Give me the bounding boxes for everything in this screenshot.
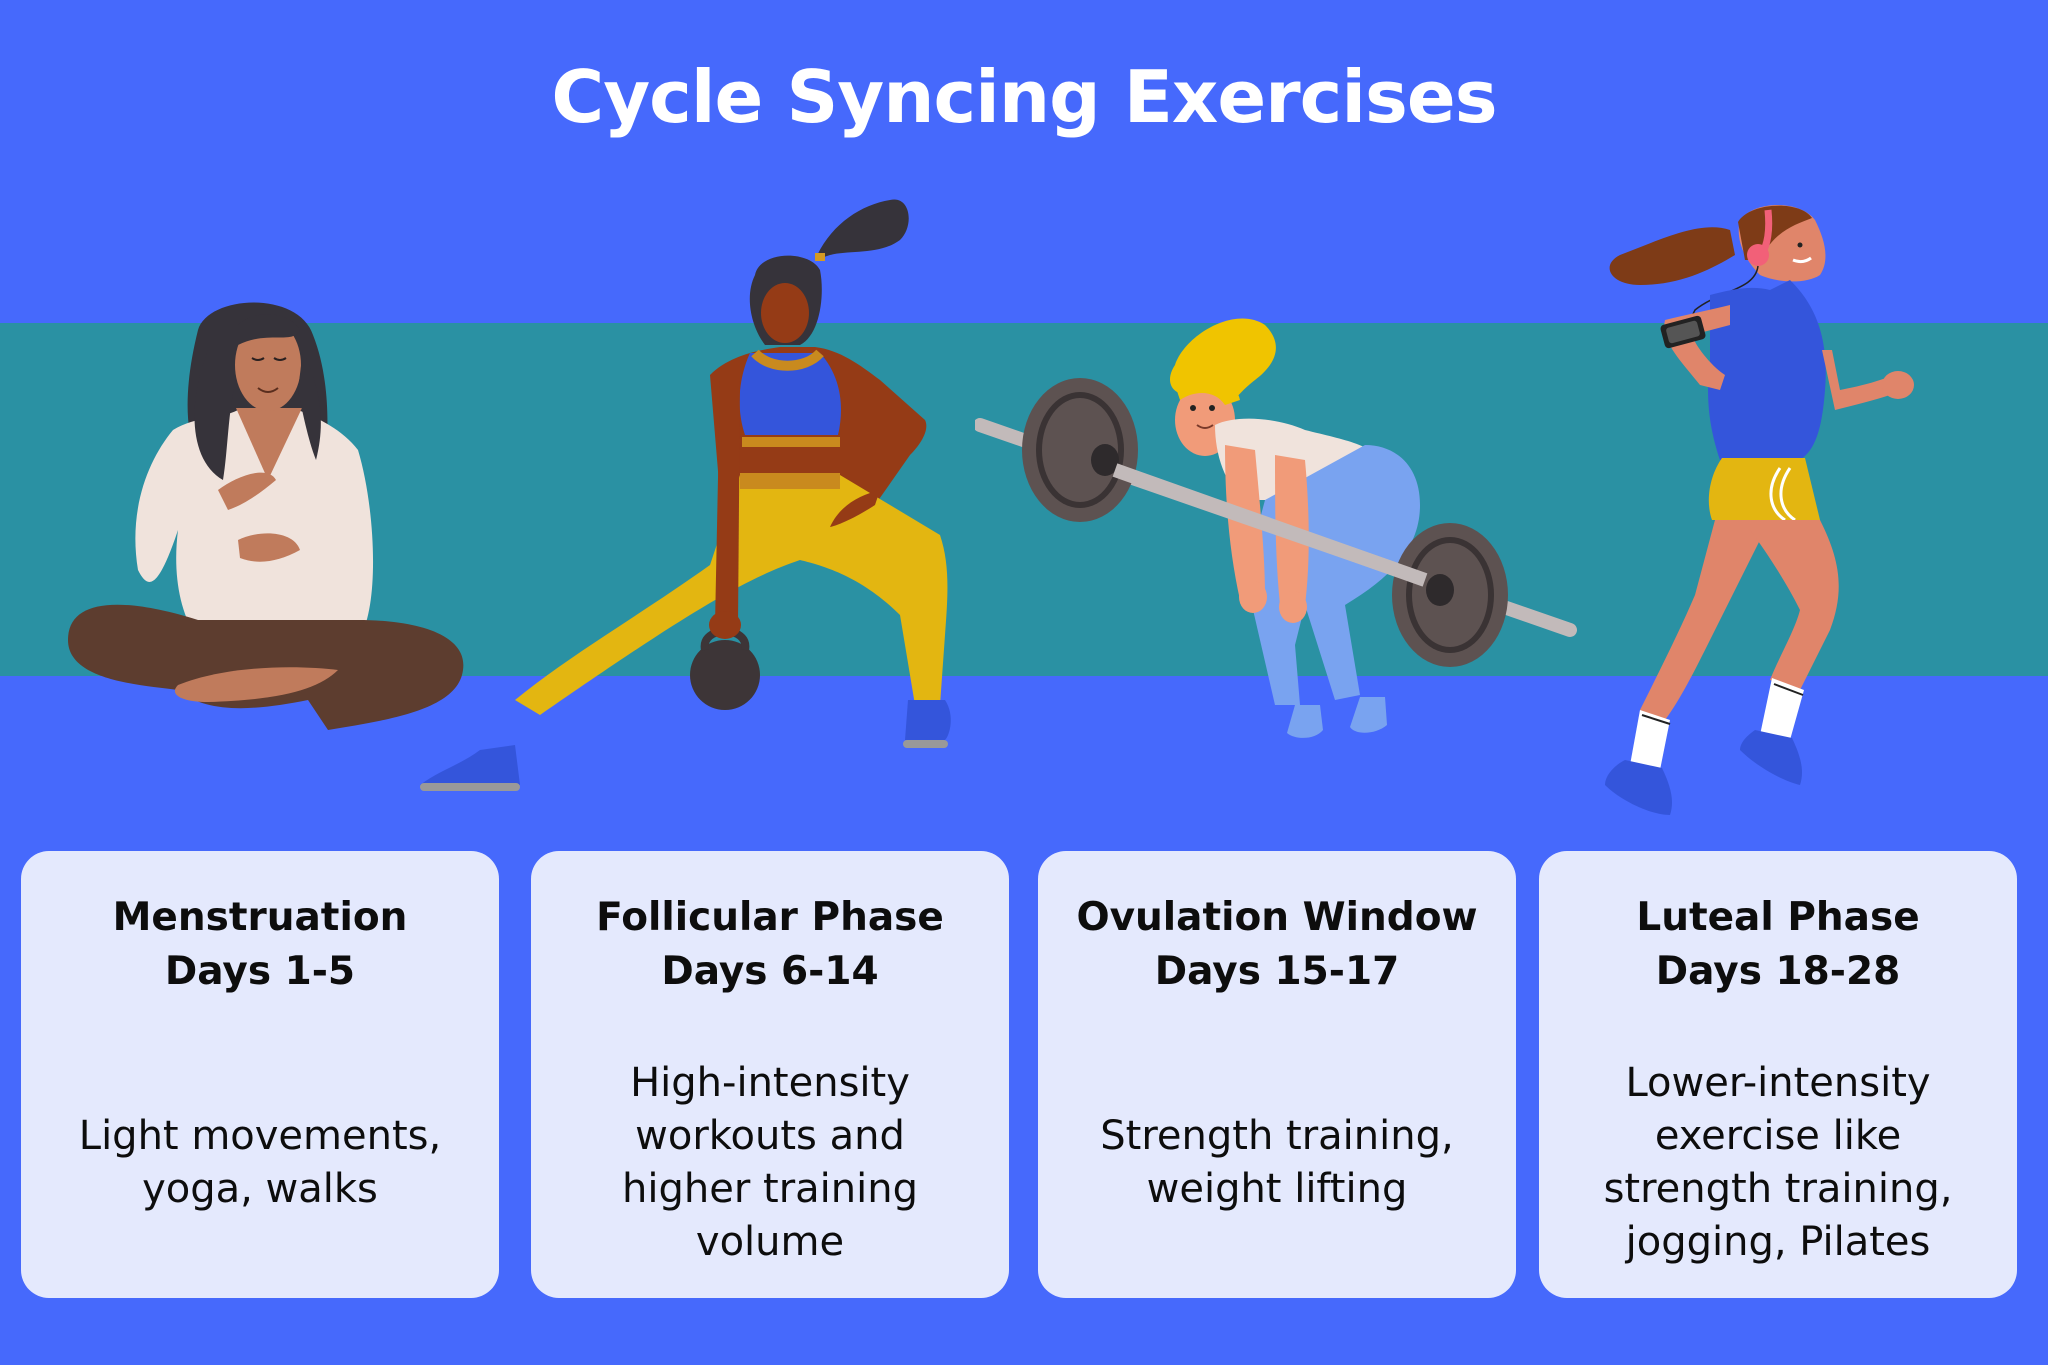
page-title: Cycle Syncing Exercises xyxy=(551,55,1497,139)
running-woman-illustration xyxy=(1605,205,1914,815)
phase-name: Luteal Phase xyxy=(1636,895,1920,940)
phase-name: Follicular Phase xyxy=(596,895,944,940)
phase-card-ovulation: Ovulation Window Days 15-17 Strength tra… xyxy=(1038,851,1516,1298)
description-line: yoga, walks xyxy=(142,1166,378,1212)
description-line: jogging, Pilates xyxy=(1625,1219,1931,1265)
description-line: Lower-intensity xyxy=(1625,1060,1931,1106)
kettlebell-lunge-woman-illustration xyxy=(420,199,951,791)
phase-days: Days 6-14 xyxy=(661,949,879,994)
phase-card-follicular: Follicular Phase Days 6-14 High-intensit… xyxy=(531,851,1009,1298)
description-line: workouts and xyxy=(635,1113,905,1159)
card-description: High-intensity workouts and higher train… xyxy=(531,1013,1009,1313)
card-heading: Ovulation Window Days 15-17 xyxy=(1038,891,1516,999)
description-line: higher training xyxy=(622,1166,918,1212)
description-line: exercise like xyxy=(1654,1113,1902,1159)
description-line: Strength training, xyxy=(1100,1113,1454,1159)
description-line: strength training, xyxy=(1603,1166,1953,1212)
phase-days: Days 15-17 xyxy=(1154,949,1400,994)
phase-name: Menstruation xyxy=(112,895,408,940)
phase-days: Days 18-28 xyxy=(1655,949,1901,994)
deadlift-woman-illustration xyxy=(975,318,1577,738)
description-line: Light movements, xyxy=(78,1113,442,1159)
card-description: Light movements, yoga, walks xyxy=(21,1013,499,1313)
card-description: Strength training, weight lifting xyxy=(1038,1013,1516,1313)
card-description: Lower-intensity exercise like strength t… xyxy=(1539,1013,2017,1313)
phase-days: Days 1-5 xyxy=(164,949,356,994)
card-heading: Luteal Phase Days 18-28 xyxy=(1539,891,2017,999)
description-line: volume xyxy=(695,1219,845,1265)
phase-name: Ovulation Window xyxy=(1076,895,1478,940)
description-line: weight lifting xyxy=(1146,1166,1408,1212)
meditating-woman-illustration xyxy=(68,302,464,730)
description-line: High-intensity xyxy=(630,1060,910,1106)
phase-card-luteal: Luteal Phase Days 18-28 Lower-intensity … xyxy=(1539,851,2017,1298)
phase-card-menstruation: Menstruation Days 1-5 Light movements, y… xyxy=(21,851,499,1298)
card-heading: Menstruation Days 1-5 xyxy=(21,891,499,999)
card-heading: Follicular Phase Days 6-14 xyxy=(531,891,1009,999)
